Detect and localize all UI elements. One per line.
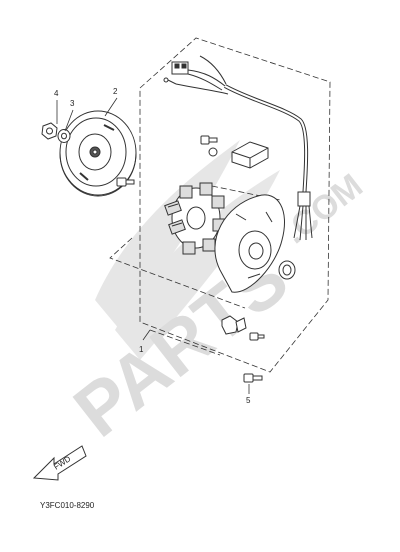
callout-number: 2 [113,87,118,96]
stator-coil [164,182,226,255]
callout-number: 1 [139,345,144,354]
coupler-block [231,141,269,169]
stator-base-plate [214,194,286,293]
lower-bolt [243,373,263,383]
callout-number: 4 [54,89,59,98]
callout-number: 5 [246,396,251,405]
wire-clamp [221,315,247,335]
wire-harness [163,55,313,241]
diagram-code: Y3FC010-8290 [40,501,95,510]
forward-direction-arrow: FWD [32,445,87,481]
flywheel-rotor [59,110,137,197]
oil-seal [278,260,296,280]
stator-bolt [116,177,135,187]
callout-number: 3 [70,99,75,108]
washer [57,129,71,143]
callouts: 1 2 3 4 5 [54,87,251,405]
watermark-suffix: .COM [277,167,370,252]
leader-lines [56,97,250,394]
nut [41,122,58,140]
clamp-bolt [249,332,265,341]
upper-bolt [200,135,218,157]
